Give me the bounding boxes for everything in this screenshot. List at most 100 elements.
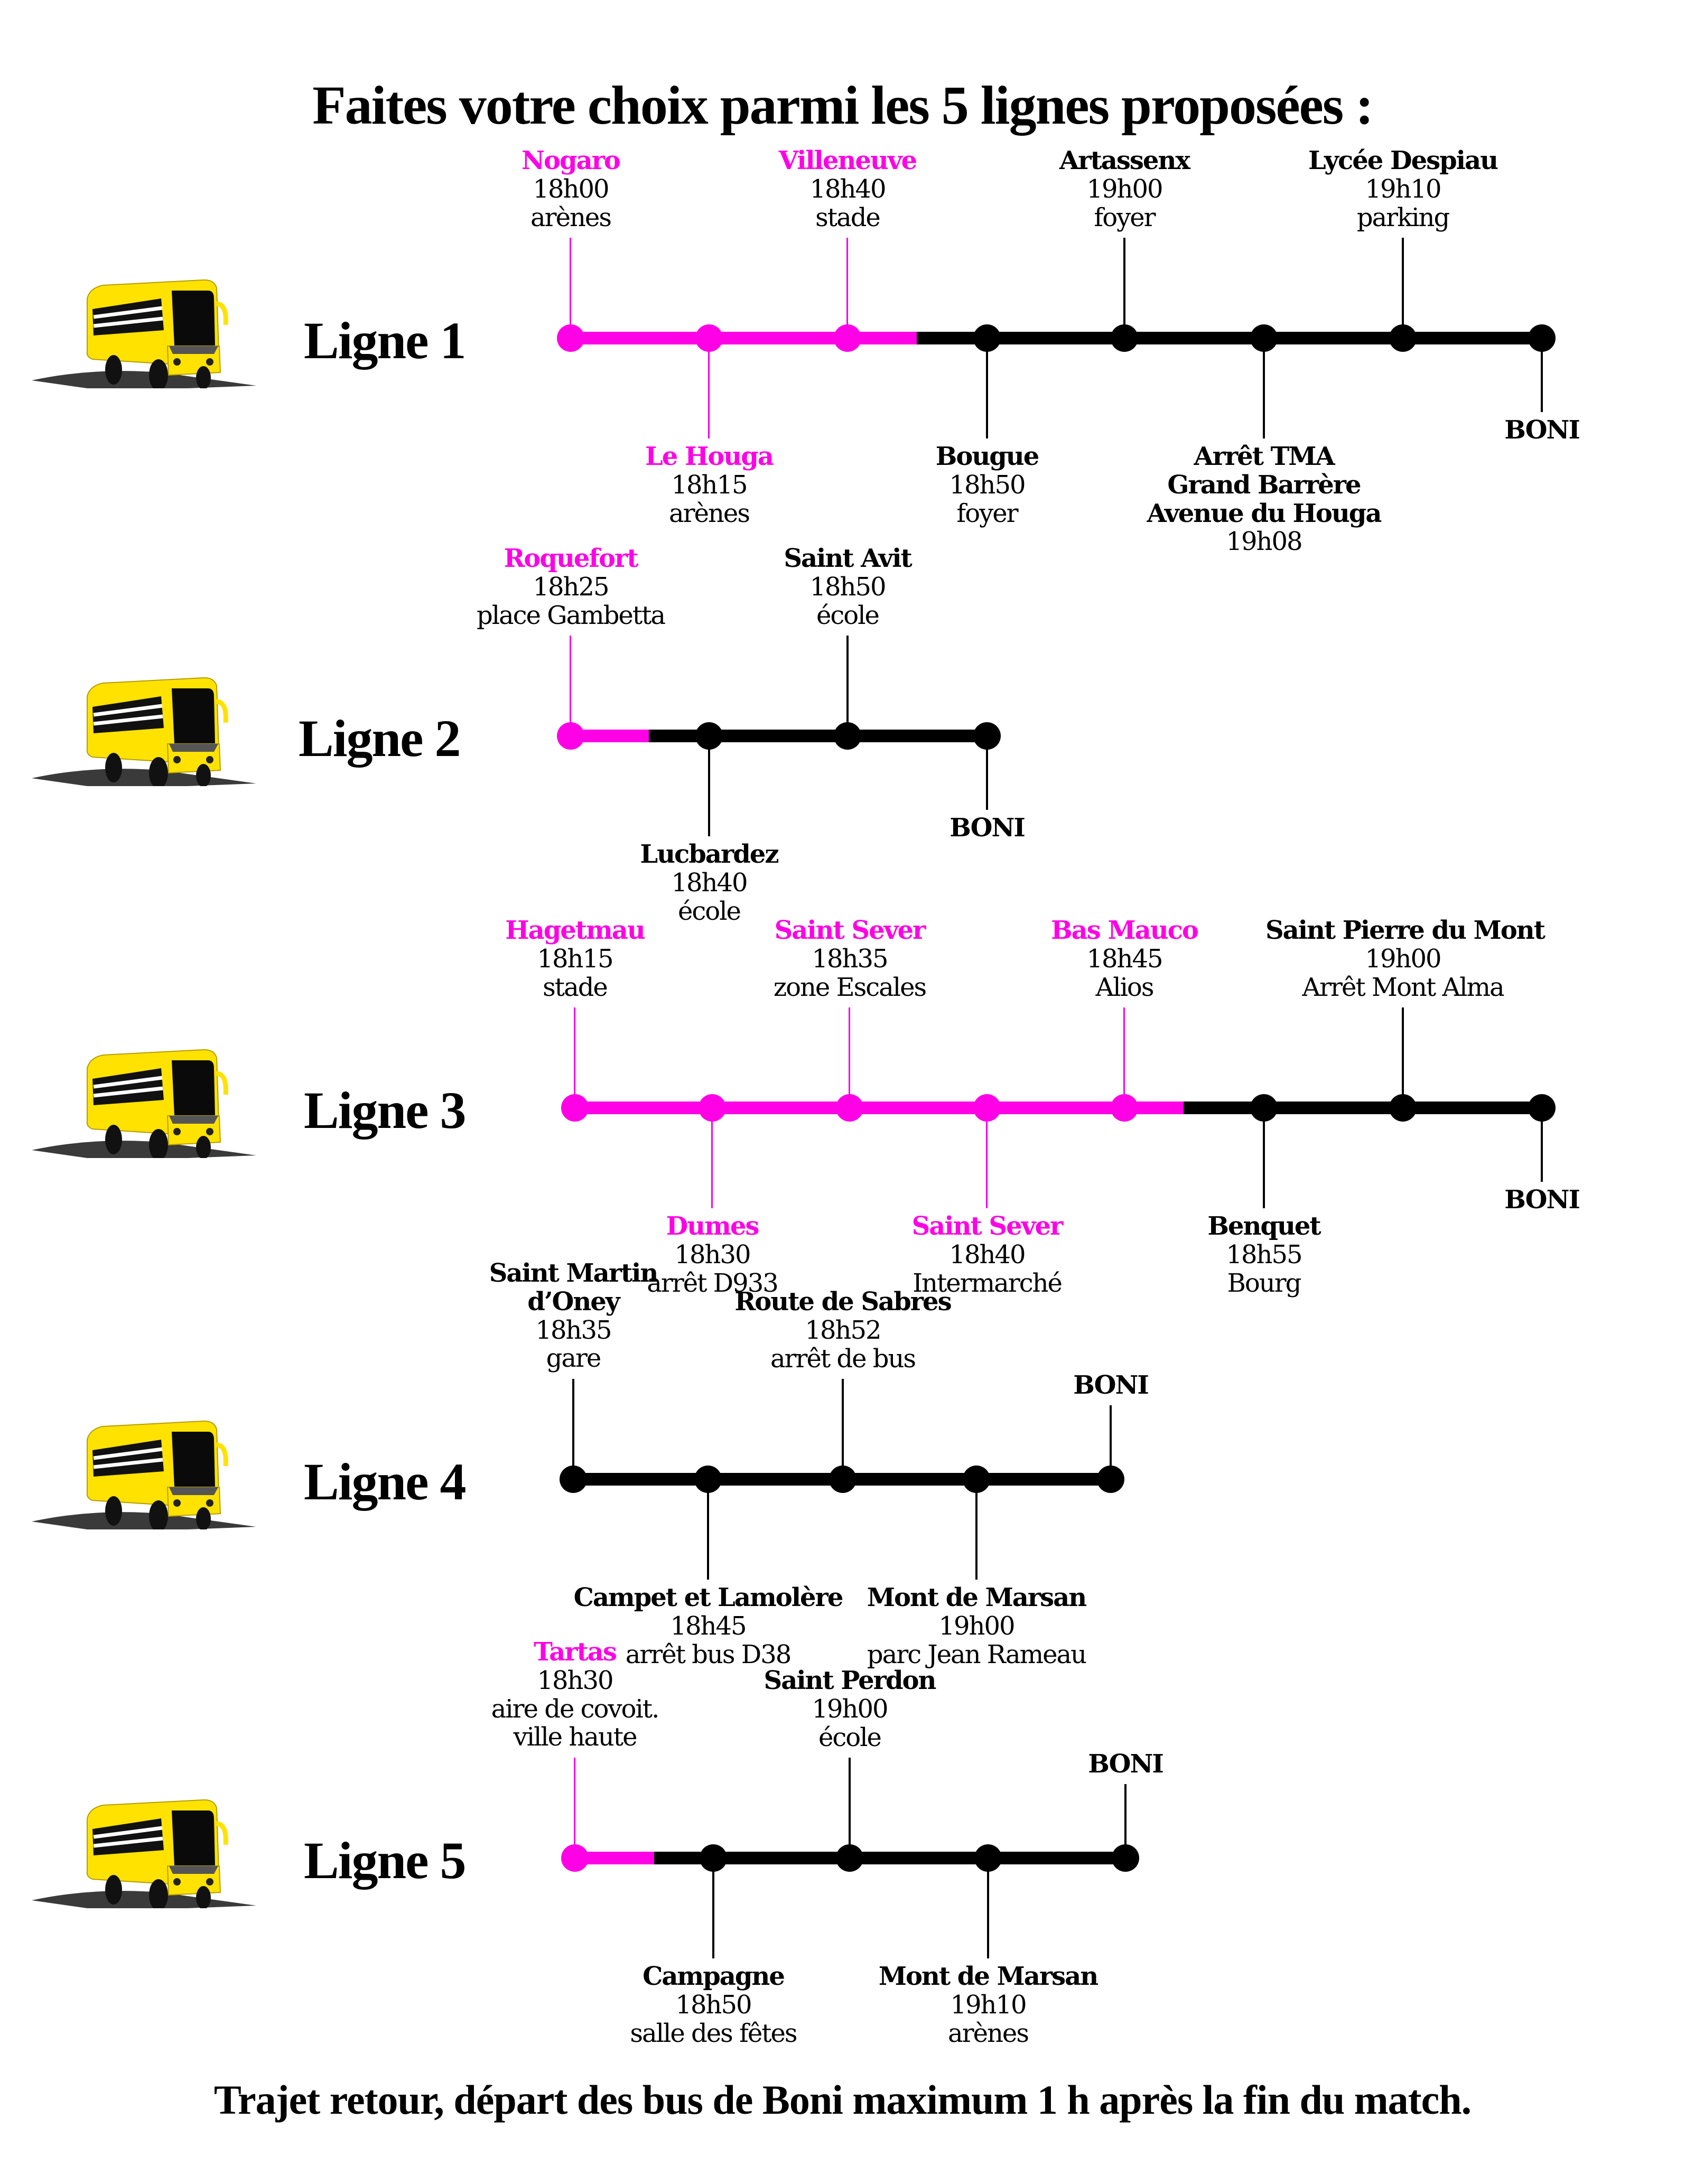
stop-connector bbox=[846, 636, 849, 736]
line-label: Ligne 1 bbox=[304, 311, 466, 370]
stop-place: place Gambetta bbox=[476, 600, 666, 630]
stop-time: 18h00 bbox=[533, 174, 609, 204]
stop-time: 18h40 bbox=[671, 867, 748, 898]
stop-connector bbox=[708, 338, 710, 438]
stop-time: 18h45 bbox=[1086, 944, 1163, 974]
stop-place: parking bbox=[1356, 202, 1450, 232]
stop-connector bbox=[846, 238, 848, 338]
stop-connector bbox=[1123, 1007, 1125, 1108]
stop-time: 19h10 bbox=[950, 1990, 1027, 2020]
stop-connector bbox=[849, 1758, 851, 1858]
track-pink-segment bbox=[575, 1102, 1184, 1114]
stop-connector bbox=[986, 1108, 988, 1208]
stop-name: Bougue bbox=[935, 442, 1039, 471]
stop-connector bbox=[574, 1007, 575, 1108]
stop-time: 18h40 bbox=[809, 174, 886, 204]
stop-place: école bbox=[818, 1722, 882, 1752]
stop-connector bbox=[711, 1108, 713, 1208]
stop-connector bbox=[986, 736, 988, 810]
stop-time: 19h00 bbox=[1365, 944, 1441, 974]
stop-connector bbox=[574, 1758, 575, 1858]
stop-name: Lycée Despiau bbox=[1308, 146, 1498, 175]
terminus-name: BONI bbox=[1504, 1185, 1580, 1215]
stop-name: Dumes bbox=[666, 1211, 760, 1241]
stop-place: arrêt bus D38 bbox=[625, 1639, 792, 1669]
stop-connector bbox=[986, 338, 988, 438]
stop-place: stade bbox=[815, 202, 881, 232]
stop-label: BONI bbox=[973, 1371, 1248, 1400]
stop-place: salle des fêtes bbox=[630, 2018, 797, 2048]
stop-name: Campagne bbox=[643, 1962, 785, 1991]
stop-name: Nogaro bbox=[522, 146, 621, 175]
stop-name: Benquet bbox=[1207, 1211, 1321, 1241]
stop-connector bbox=[572, 1379, 574, 1479]
stop-time: 18h15 bbox=[537, 944, 613, 974]
stop-name: Saint Pierre du Mont bbox=[1265, 916, 1546, 945]
stop-name: Le Houga bbox=[645, 442, 774, 471]
stop-label: BONI bbox=[1404, 416, 1679, 445]
stop-place: ville haute bbox=[513, 1722, 638, 1752]
stop-name: Route de Sabres bbox=[734, 1287, 952, 1317]
stop-place: Alios bbox=[1095, 972, 1155, 1002]
stop-place: arènes bbox=[669, 498, 750, 528]
stop-place: Intermarché bbox=[913, 1268, 1063, 1298]
bus-icon bbox=[32, 677, 256, 786]
stop-connector bbox=[1402, 238, 1404, 338]
stop-name: Hagetmau bbox=[505, 916, 646, 945]
stop-name: Saint Sever bbox=[774, 916, 926, 945]
stop-connector bbox=[1263, 338, 1265, 438]
stop-place: école bbox=[816, 600, 880, 630]
stop-place: foyer bbox=[1094, 202, 1156, 232]
stop-name: Artassenx bbox=[1059, 146, 1190, 175]
track-black-segment bbox=[917, 332, 1542, 344]
stop-place: zone Escales bbox=[773, 972, 927, 1002]
bus-icon bbox=[32, 1420, 256, 1529]
stop-place: arrêt D933 bbox=[647, 1268, 779, 1298]
stop-time: 18h50 bbox=[949, 470, 1026, 500]
stop-place: Bourg bbox=[1227, 1268, 1302, 1298]
stop-connector bbox=[1541, 338, 1543, 412]
line-label: Ligne 5 bbox=[304, 1831, 466, 1890]
stop-place: arrêt de bus bbox=[770, 1343, 916, 1374]
footer-note: Trajet retour, départ des bus de Boni ma… bbox=[213, 2077, 1472, 2123]
stop-connector bbox=[570, 636, 571, 736]
stop-connector bbox=[987, 1858, 989, 1958]
stop-name: Arrêt TMA Grand Barrère Avenue du Houga bbox=[1147, 442, 1382, 528]
stop-place: gare bbox=[546, 1343, 602, 1374]
line-label: Ligne 2 bbox=[299, 709, 461, 768]
stop-place: foyer bbox=[956, 498, 1018, 528]
stop-connector bbox=[1263, 1108, 1265, 1208]
stop-place: école bbox=[678, 896, 741, 926]
bus-icon bbox=[32, 1049, 256, 1158]
stop-time: 18h35 bbox=[812, 944, 888, 974]
stop-place: arènes bbox=[948, 2018, 1029, 2048]
track-pink-segment bbox=[571, 332, 917, 344]
stop-name: Campet et Lamolère bbox=[573, 1583, 844, 1612]
stop-name: Bas Mauco bbox=[1051, 916, 1199, 945]
line-label: Ligne 4 bbox=[304, 1452, 466, 1511]
terminus-name: BONI bbox=[1504, 415, 1580, 445]
track-black-segment bbox=[654, 1852, 1125, 1864]
bus-icon bbox=[32, 279, 256, 388]
stop-label: BONI bbox=[1404, 1186, 1679, 1215]
stop-place: arènes bbox=[530, 202, 612, 232]
stop-label: BONI bbox=[988, 1750, 1263, 1779]
stop-time: 18h50 bbox=[675, 1990, 752, 2020]
